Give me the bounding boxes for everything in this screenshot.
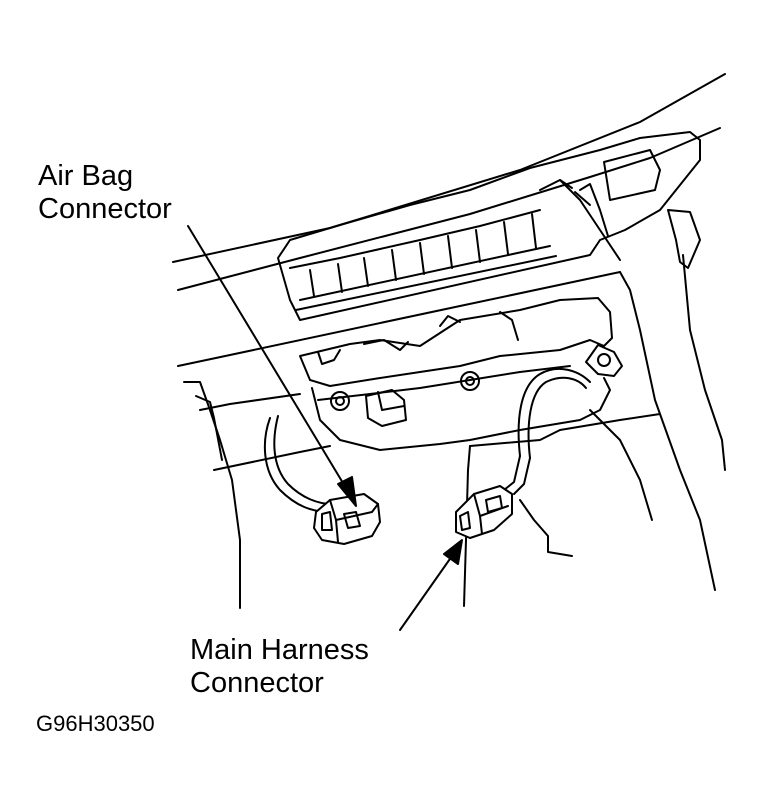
airbag-wire-harness	[263, 415, 333, 513]
main-harness-connector-label: Main Harness Connector	[190, 634, 369, 700]
main-label-line1: Main Harness	[190, 634, 369, 666]
figure-code: G96H30350	[36, 711, 155, 736]
lower-left-panel	[183, 381, 331, 609]
airbag-connector-label: Air Bag Connector	[38, 160, 172, 226]
center-clip	[365, 389, 407, 427]
airbag-housing	[277, 131, 701, 321]
airbag-label-line2: Connector	[38, 193, 172, 225]
airbag-label-line1: Air Bag	[38, 160, 134, 192]
mounting-bolt-right	[460, 371, 480, 391]
mounting-bolt-left	[330, 391, 350, 411]
airbag-connector-arrow	[187, 225, 357, 507]
main-harness-connector-arrow	[399, 539, 463, 631]
airbag-connector	[313, 493, 381, 545]
main-harness-connector	[455, 485, 513, 539]
main-harness-wire	[503, 367, 591, 495]
mounting-bracket	[299, 297, 623, 451]
main-label-line2: Connector	[190, 667, 324, 699]
